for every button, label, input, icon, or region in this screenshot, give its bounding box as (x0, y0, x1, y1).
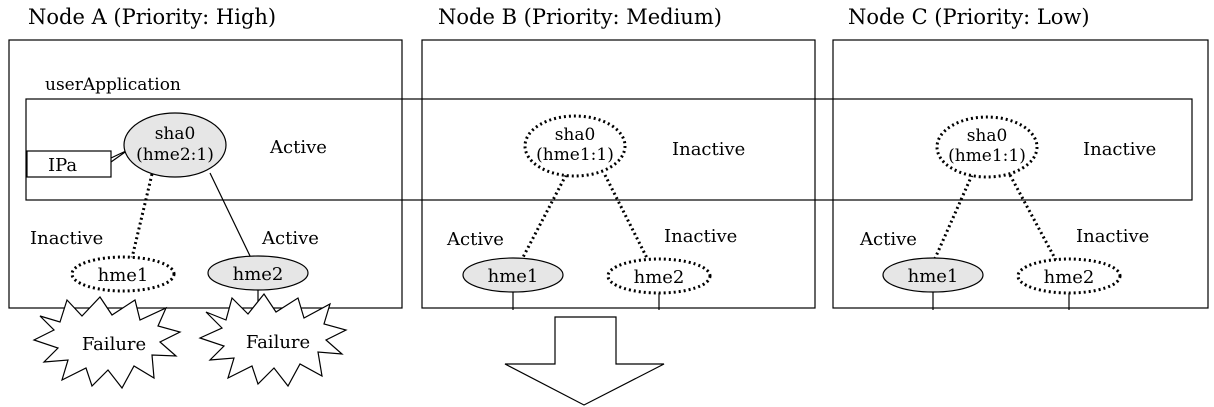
failure-burst-hme2 (198, 292, 348, 388)
sha0-node-b-binding: (hme1:1) (536, 145, 614, 165)
hme2-node-b-label: hme2 (634, 267, 685, 288)
transition-down-arrow (504, 316, 665, 406)
sha0-node-c (935, 115, 1039, 179)
sha0-node-a-name: sha0 (155, 124, 196, 144)
hme2-node-b-state: Inactive (664, 226, 737, 247)
hme1-node-a (70, 255, 176, 293)
sha0-node-c-state: Inactive (1083, 139, 1156, 160)
hme2-node-c-label: hme2 (1044, 267, 1095, 288)
hme1-node-c-label: hme1 (908, 266, 959, 287)
hme1-node-c-state: Active (859, 229, 917, 250)
node-b-box (421, 39, 816, 309)
hme1-node-a-label: hme1 (98, 265, 149, 286)
link-sha0-hme2-node-b (603, 174, 652, 265)
sha0-node-a-binding: (hme2:1) (136, 145, 214, 165)
user-application-label: userApplication (45, 75, 181, 95)
failure-hme2-label: Failure (246, 332, 310, 353)
sha0-node-b (523, 114, 627, 178)
hme2-node-c-state: Inactive (1076, 226, 1149, 247)
hme2-node-a-label: hme2 (233, 264, 284, 285)
sha0-node-a-state: Active (269, 137, 327, 158)
node-a-box (8, 39, 403, 309)
node-c-title: Node C (Priority: Low) (848, 5, 1090, 29)
ipa-box (26, 150, 112, 178)
hme1-node-b-label: hme1 (488, 266, 539, 287)
sha0-node-b-name: sha0 (555, 125, 596, 145)
failure-hme1-label: Failure (82, 334, 146, 355)
hme1-node-b-state: Active (446, 229, 504, 250)
node-a-title: Node A (Priority: High) (28, 5, 276, 29)
link-sha0-hme1-node-a (129, 173, 154, 263)
link-sha0-hme2-node-a (209, 172, 252, 259)
sha0-node-a (123, 112, 227, 178)
failure-burst-hme1 (32, 296, 182, 390)
sha0-node-c-name: sha0 (967, 126, 1008, 146)
sha0-node-c-binding: (hme1:1) (948, 146, 1026, 166)
hme1-node-a-state: Inactive (30, 228, 103, 249)
node-b-title: Node B (Priority: Medium) (438, 5, 722, 29)
link-sha0-hme2-node-c (1008, 174, 1060, 265)
user-application-band (25, 98, 1193, 201)
link-sha0-hme1-node-c (931, 174, 974, 264)
node-c-box (832, 39, 1209, 309)
hme2-node-a-state: Active (261, 228, 319, 249)
link-sha0-hme1-node-b (518, 174, 568, 264)
sha0-node-b-state: Inactive (672, 139, 745, 160)
ipa-label: IPa (48, 155, 77, 176)
